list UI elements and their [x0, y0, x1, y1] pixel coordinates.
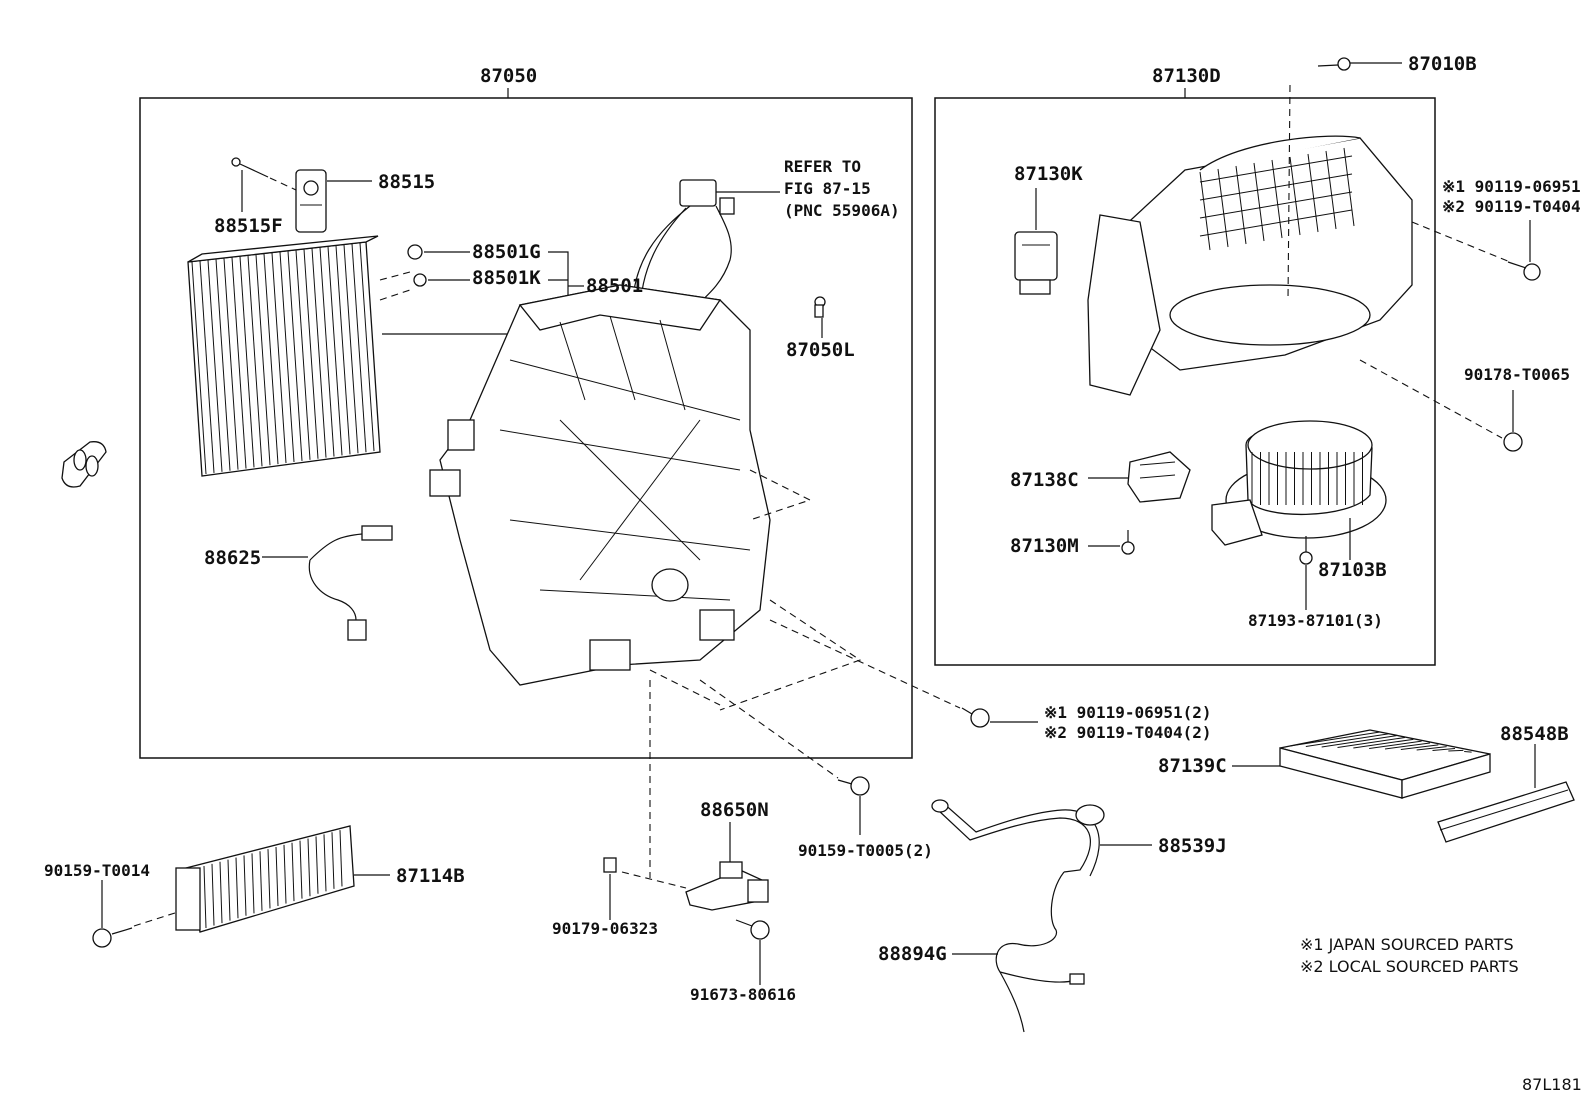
screw-icon [1317, 57, 1351, 71]
label-87103B: 87103B [1318, 559, 1387, 581]
refer-note-line1: REFER TO [784, 157, 861, 176]
main-unit-frame [139, 97, 913, 759]
air-conditioner-case-icon [429, 284, 771, 686]
refer-note-line3: (PNC 55906A) [784, 201, 900, 220]
label-88501: 88501 [586, 275, 643, 297]
screw-icon [92, 927, 133, 948]
label-87193: 87193-87101(3) [1248, 611, 1383, 630]
refer-note-line2: FIG 87-15 [784, 179, 871, 198]
label-88539J: 88539J [1158, 835, 1227, 857]
label-90159-T0005: 90159-T0005(2) [798, 841, 933, 860]
label-88515F: 88515F [214, 215, 283, 237]
label-88894G: 88894G [878, 943, 947, 965]
label-87130M: 87130M [1010, 535, 1079, 557]
note-japan-sourced: ※1 JAPAN SOURCED PARTS [1300, 935, 1514, 954]
label-90119-local: ※2 90119-T0404 [1442, 197, 1581, 216]
label-91673: 91673-80616 [690, 985, 796, 1004]
nut-icon [1503, 432, 1523, 452]
label-87010B: 87010B [1408, 53, 1477, 75]
label-87138C: 87138C [1010, 469, 1079, 491]
label-88650N: 88650N [700, 799, 769, 821]
label-88548B: 88548B [1500, 723, 1569, 745]
label-87114B: 87114B [396, 865, 465, 887]
screw-icon [837, 776, 870, 796]
o-ring-k-icon [413, 273, 427, 287]
screw-icon [1121, 530, 1135, 555]
blower-case-icon [1087, 135, 1413, 396]
label-87050L: 87050L [786, 339, 855, 361]
gasket-icon [61, 441, 107, 488]
label-88501K: 88501K [472, 267, 541, 289]
bracket-icon [685, 861, 769, 911]
blower-servo-icon [1014, 231, 1058, 295]
filter-cover-icon [1437, 781, 1575, 843]
label-87139C: 87139C [1158, 755, 1227, 777]
heater-radiator-icon [175, 825, 355, 933]
label-90179: 90179-06323 [552, 919, 658, 938]
label-90119-japan-2: ※1 90119-06951(2) [1044, 703, 1212, 722]
valve-bolt-icon [231, 157, 269, 178]
temperature-sensor-icon [308, 525, 393, 641]
label-87130K: 87130K [1014, 163, 1083, 185]
label-90119-japan: ※1 90119-06951 [1442, 177, 1581, 196]
screw-icon [1507, 261, 1541, 281]
screw-icon [735, 919, 770, 940]
blower-motor-icon [1211, 420, 1387, 546]
screw-icon [814, 296, 826, 318]
label-90178: 90178-T0065 [1464, 365, 1570, 384]
drain-hose-icon [931, 799, 1105, 877]
label-88501G: 88501G [472, 241, 541, 263]
blower-resistor-icon [1127, 451, 1191, 503]
screw-icon [1299, 536, 1313, 565]
wire-harness-icon [995, 871, 1085, 1033]
screw-icon [961, 707, 990, 728]
figure-id: 87L181 [1522, 1075, 1582, 1094]
air-filter-icon [1279, 729, 1491, 799]
label-90159-T0014: 90159-T0014 [44, 861, 150, 880]
expansion-valve-icon [295, 169, 327, 233]
note-local-sourced: ※2 LOCAL SOURCED PARTS [1300, 957, 1519, 976]
evaporator-core-icon [187, 235, 381, 477]
clip-icon [603, 857, 617, 873]
label-88625: 88625 [204, 547, 261, 569]
label-assy-87130D: 87130D [1152, 65, 1221, 87]
label-assy-87050: 87050 [480, 65, 537, 87]
label-88515: 88515 [378, 171, 435, 193]
label-90119-local-2: ※2 90119-T0404(2) [1044, 723, 1212, 742]
o-ring-g-icon [407, 244, 423, 260]
